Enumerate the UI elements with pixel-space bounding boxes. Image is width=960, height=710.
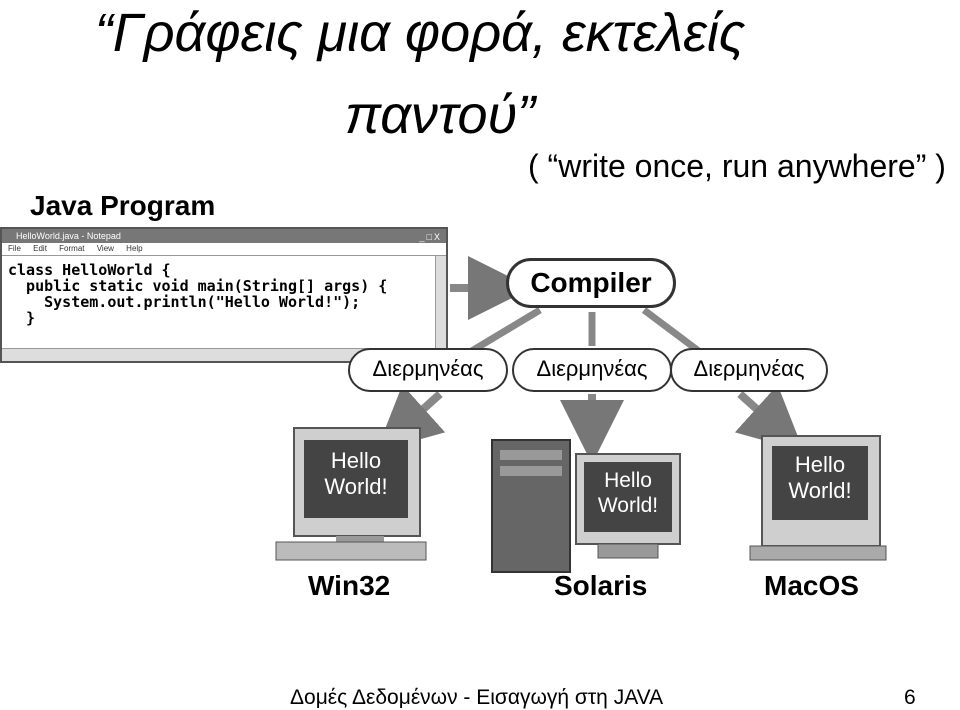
solaris-computer — [491, 439, 681, 573]
menu-format: Format — [59, 244, 85, 253]
vertical-scrollbar — [435, 256, 446, 349]
window-buttons: _□X — [419, 232, 442, 242]
code-line-2: public static void main(String[] args) { — [8, 277, 388, 295]
notepad-titlebar: HelloWorld.java - Notepad _□X — [2, 229, 446, 243]
screen-line-hello: Hello — [794, 452, 846, 477]
platform-label-solaris: Solaris — [554, 570, 648, 601]
menu-edit: Edit — [33, 244, 47, 253]
menu-view: View — [96, 244, 114, 253]
platform-label-win32: Win32 — [308, 570, 391, 601]
horizontal-scrollbar — [2, 348, 446, 361]
arrow-compiler-to-interp-3 — [641, 307, 703, 355]
interpreter-box-2: Διερμηνέας — [512, 348, 672, 392]
screen-line-hello: Hello — [604, 469, 652, 492]
screen-line-world: World! — [597, 494, 659, 517]
notepad-window: HelloWorld.java - Notepad _□X File Edit … — [0, 227, 448, 363]
notepad-title: HelloWorld.java - Notepad — [16, 231, 121, 241]
code-line-4: } — [8, 309, 36, 327]
screen-line-world: World! — [788, 478, 852, 503]
java-program-label: Java Program — [30, 190, 216, 221]
screen-line-world: World! — [324, 474, 388, 499]
menu-file: File — [8, 244, 21, 253]
compiler-box: Compiler — [506, 258, 676, 308]
screen-line-hello: Hello — [330, 448, 382, 473]
macos-screen-text: Hello World! — [772, 452, 868, 504]
code-line-3: System.out.println("Hello World!"); — [8, 293, 361, 311]
arrow-compiler-to-interp-1 — [468, 306, 542, 356]
macos-computer — [749, 435, 887, 561]
win32-screen-text: Hello World! — [304, 448, 408, 500]
arrow-interp3-to-macos — [734, 384, 804, 452]
arrow-interp1-to-win32 — [376, 384, 446, 452]
notepad-code: class HelloWorld { public static void ma… — [2, 256, 446, 326]
solaris-screen-text: Hello World! — [584, 468, 672, 518]
code-line-1: class HelloWorld { — [8, 261, 171, 279]
menu-help: Help — [126, 244, 143, 253]
interpreter-box-1: Διερμηνέας — [348, 348, 508, 392]
win32-computer — [275, 427, 427, 561]
platform-label-macos: MacOS — [764, 570, 859, 601]
title-line-1: “Γράφεις μια φορά, εκτελείς — [94, 3, 746, 63]
notepad-menu: File Edit Format View Help — [2, 243, 446, 256]
page-number: 6 — [904, 686, 916, 709]
footer-text: Δομές Δεδομένων - Εισαγωγή στη JAVA — [290, 686, 664, 709]
interpreter-box-3: Διερμηνέας — [670, 348, 828, 392]
title-line-2: παντού” — [344, 85, 536, 145]
subtitle: ( “write once, run anywhere” ) — [528, 148, 946, 184]
